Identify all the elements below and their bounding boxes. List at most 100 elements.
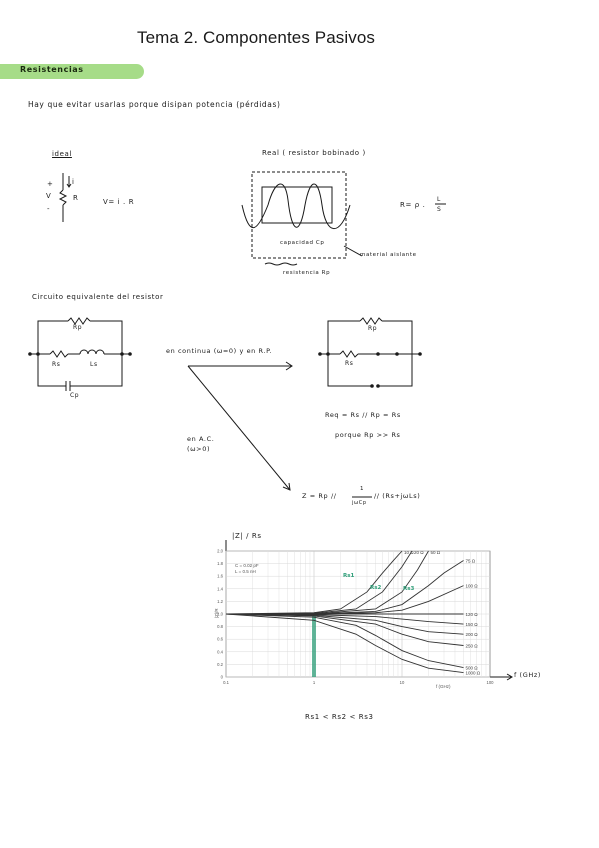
eq-cp-label: Cp bbox=[70, 392, 80, 399]
series-line bbox=[225, 613, 464, 674]
dc-top-left-wire bbox=[327, 320, 360, 354]
eq-rs-resistor bbox=[49, 350, 69, 358]
eq-bottom-left-wire bbox=[37, 354, 66, 387]
y-tick-label: 1.2 bbox=[217, 599, 223, 604]
dc-bottom-left-wire bbox=[327, 354, 372, 387]
series-label: 20 Ω bbox=[414, 550, 424, 555]
rs-comparison: Rs1 < Rs2 < Rs3 bbox=[305, 713, 374, 721]
circuit-node-dots bbox=[28, 352, 422, 388]
rp-label: resistencia Rp bbox=[283, 270, 331, 276]
series-line bbox=[225, 550, 413, 615]
y-axis-label: |Z|/R bbox=[214, 608, 219, 618]
ac-omega-label: (ω>0) bbox=[187, 445, 211, 453]
z-equation: Z = Rp // bbox=[302, 492, 337, 500]
dc-bottom-right-wire bbox=[378, 354, 413, 387]
annotation-rs1: Rs1 bbox=[343, 573, 355, 579]
annotation-rs2: Rs2 bbox=[370, 585, 382, 591]
dc-open-node-2 bbox=[376, 384, 380, 388]
ac-label: en A.C. bbox=[187, 435, 215, 443]
real-resistor-core bbox=[261, 186, 333, 224]
formula-numerator: L bbox=[437, 196, 441, 203]
req-equation: Req = Rs // Rp = Rs bbox=[325, 411, 401, 419]
intro-note: Hay que evitar usarlas porque disipan po… bbox=[28, 100, 281, 109]
eq-ls-label: Ls bbox=[90, 361, 98, 368]
equivalent-heading: Circuito equivalente del resistor bbox=[32, 293, 164, 301]
y-tick-label: 1.0 bbox=[217, 612, 223, 617]
ideal-v-label: V bbox=[46, 192, 52, 200]
series-label: 200 Ω bbox=[466, 632, 479, 637]
y-tick-label: 0 bbox=[221, 675, 224, 680]
material-label: material aislante bbox=[360, 252, 417, 258]
x-tick-label: 10 bbox=[400, 680, 405, 685]
series-line bbox=[225, 613, 464, 668]
param-c: C = 0.02 pF bbox=[235, 563, 259, 568]
chart-title: |Z| / Rs bbox=[232, 532, 262, 540]
series-label: 100 Ω bbox=[466, 584, 479, 589]
y-tick-label: 0.4 bbox=[217, 649, 223, 654]
ideal-heading: ideal bbox=[52, 150, 72, 158]
ac-arrowhead bbox=[282, 482, 291, 491]
x-tick-label: 1 bbox=[313, 680, 316, 685]
x-tick-labels: 0.1 1 10 100 bbox=[223, 680, 494, 685]
eq-node-a bbox=[36, 352, 40, 356]
x-tick-label: 0.1 bbox=[223, 680, 229, 685]
eq-rp-resistor bbox=[67, 317, 91, 325]
y-tick-label: 1.4 bbox=[217, 586, 223, 591]
z-fraction-denominator: jωCp bbox=[352, 500, 367, 506]
y-tick-labels: 00.20.40.60.81.01.21.41.61.82.0 bbox=[217, 549, 223, 680]
ideal-resistor-symbol bbox=[58, 189, 68, 206]
chart-xlabel-hand: f (GHz) bbox=[514, 671, 541, 679]
ideal-current-arrowhead bbox=[66, 183, 72, 188]
ac-arrow bbox=[187, 365, 291, 491]
dc-node-mid2 bbox=[395, 352, 399, 356]
dc-arrowhead bbox=[285, 361, 293, 371]
ideal-plus-label: + bbox=[47, 180, 54, 188]
rp-zigzag bbox=[264, 262, 298, 266]
section-label: Resistencias bbox=[20, 65, 84, 74]
series-label: 10 Ω bbox=[404, 550, 414, 555]
dc-top-right-wire bbox=[382, 320, 413, 354]
dc-node-mid bbox=[376, 352, 380, 356]
formula-denominator: S bbox=[437, 206, 442, 213]
series-label: 50 Ω bbox=[430, 550, 440, 555]
z-equation-tail: // (Rs+jωLs) bbox=[374, 492, 421, 500]
dc-node-a bbox=[326, 352, 330, 356]
eq-top-left-wire bbox=[37, 320, 68, 354]
ohm-law: V= i . R bbox=[103, 198, 135, 206]
series-label: 500 Ω bbox=[466, 666, 479, 671]
y-tick-label: 2.0 bbox=[217, 549, 223, 554]
eq-ls-inductor bbox=[79, 349, 105, 355]
section-highlight bbox=[0, 64, 144, 79]
dc-label: en continua (ω=0) y en R.P. bbox=[166, 347, 273, 355]
x-tick-label: 100 bbox=[487, 680, 495, 685]
series-label: 120 Ω bbox=[466, 612, 479, 617]
series-line bbox=[225, 550, 403, 615]
dc-rp-resistor bbox=[359, 317, 383, 325]
eq-node-b bbox=[120, 352, 124, 356]
dc-node-right bbox=[418, 352, 422, 356]
annotation-rs3: Rs3 bbox=[403, 586, 415, 592]
series-label: 1000 Ω bbox=[466, 671, 481, 676]
dc-open-node-1 bbox=[370, 384, 374, 388]
y-tick-label: 0.2 bbox=[217, 662, 223, 667]
series-line bbox=[225, 613, 464, 625]
ideal-minus-label: - bbox=[47, 205, 51, 213]
dc-rp-label: Rp bbox=[368, 325, 378, 332]
ideal-i-label: i bbox=[72, 178, 75, 186]
dc-rs-resistor bbox=[339, 350, 359, 358]
real-resistor-winding bbox=[241, 183, 351, 229]
eq-top-right-wire bbox=[90, 320, 123, 354]
dc-rs-label: Rs bbox=[345, 360, 354, 367]
series-label: 250 Ω bbox=[466, 644, 479, 649]
y-tick-label: 1.6 bbox=[217, 574, 223, 579]
rp-much-greater-note: porque Rp >> Rs bbox=[335, 431, 401, 439]
y-tick-label: 1.8 bbox=[217, 561, 223, 566]
series-line bbox=[225, 613, 464, 646]
eq-rs-label: Rs bbox=[52, 361, 61, 368]
real-heading: Real ( resistor bobinado ) bbox=[262, 149, 366, 157]
cp-label: capacidad Cp bbox=[280, 240, 325, 246]
series-label: 150 Ω bbox=[466, 622, 479, 627]
